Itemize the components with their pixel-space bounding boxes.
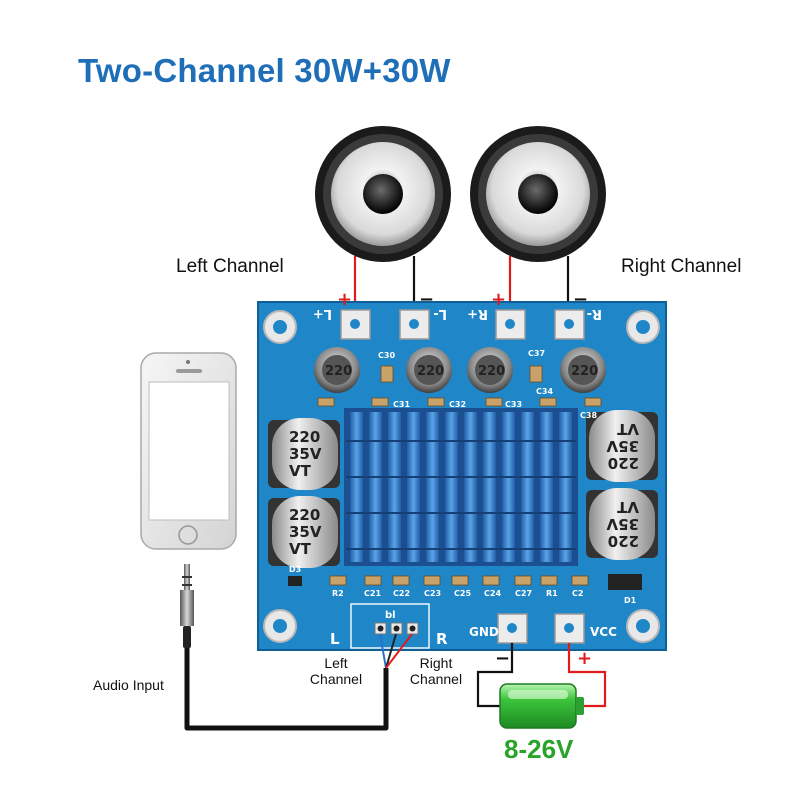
- mark-c2: C2: [572, 589, 583, 598]
- cap-rt-line3: VT: [616, 420, 639, 438]
- inductor-2: [406, 347, 452, 393]
- terminal-vcc: VCC: [590, 625, 617, 639]
- power-wire-positive: [567, 643, 607, 708]
- cap-lt-line3: VT: [289, 462, 312, 480]
- mark-c30: C30: [378, 351, 395, 360]
- capacitor-left-bottom: [268, 496, 340, 568]
- inductor-3: [467, 347, 513, 393]
- plus-mark-right: +: [491, 289, 506, 310]
- heatsink-icon: [344, 408, 578, 566]
- input-right-channel-label: Right Channel: [409, 655, 463, 687]
- mark-r2: R2: [332, 589, 344, 598]
- heatsink-fin: [426, 412, 439, 562]
- input-wire-ground: [385, 633, 397, 669]
- voltage-label: 8-26V: [504, 734, 574, 764]
- input-wire-right: [385, 633, 413, 669]
- heatsink-fin: [369, 412, 382, 562]
- inductor-4: [560, 347, 606, 393]
- audio-jack-icon: [180, 564, 194, 648]
- heatsink-fin: [559, 412, 572, 562]
- diagram-title: Two-Channel 30W+30W: [78, 52, 451, 89]
- cap-rb-line2: 35V: [606, 515, 639, 533]
- amplifier-board: [257, 301, 667, 651]
- capacitor-left-top: [268, 418, 340, 490]
- minus-mark-right: −: [573, 289, 588, 310]
- mark-c38: C38: [580, 411, 597, 420]
- terminal-l-plus: L+: [313, 306, 332, 321]
- heatsink-fin: [445, 412, 458, 562]
- left-channel-label: Left Channel: [176, 256, 284, 277]
- heatsink-fin: [540, 412, 553, 562]
- cap-lb-line2: 35V: [289, 523, 322, 541]
- capacitor-right-top: [586, 410, 658, 482]
- right-channel-label: Right Channel: [621, 256, 742, 277]
- battery-icon: [499, 683, 584, 729]
- cap-rb-line3: VT: [616, 498, 639, 516]
- cap-lt-line2: 35V: [289, 445, 322, 463]
- heatsink-fin: [521, 412, 534, 562]
- plus-mark-vcc: +: [577, 648, 592, 669]
- mark-c27: C27: [515, 589, 532, 598]
- mark-c34: C34: [536, 387, 553, 396]
- heatsink-groove: [346, 548, 576, 550]
- heatsink-fin: [502, 412, 515, 562]
- inductor-3-value: 220: [478, 364, 505, 379]
- inductor-1-value: 220: [325, 364, 352, 379]
- audio-input-label: Audio Input: [93, 677, 164, 693]
- input-left-channel-label: Left Channel: [309, 655, 363, 687]
- heatsink-fin: [483, 412, 496, 562]
- cap-rt-line1: 220: [608, 454, 639, 472]
- terminal-r-minus: R-: [587, 306, 602, 321]
- cap-rb-line1: 220: [608, 532, 639, 550]
- terminal-gnd: GND: [469, 625, 499, 639]
- phone-icon: [140, 352, 237, 550]
- cap-lt-line1: 220: [289, 428, 320, 446]
- inductor-4-value: 220: [571, 364, 598, 379]
- mark-c21: C21: [364, 589, 381, 598]
- mark-c24: C24: [484, 589, 501, 598]
- input-wire-left: [379, 633, 387, 669]
- mark-c33: C33: [505, 400, 522, 409]
- mark-c31: C31: [393, 400, 410, 409]
- input-r-mark: R: [436, 630, 448, 648]
- inductor-1: [314, 347, 360, 393]
- audio-cable: [184, 648, 389, 731]
- capacitor-right-bottom: [586, 488, 658, 560]
- power-wire-negative: [476, 643, 514, 708]
- heatsink-fin: [464, 412, 477, 562]
- heatsink-fin: [350, 412, 363, 562]
- speaker-left-icon: [315, 126, 451, 262]
- mark-r1: R1: [546, 589, 558, 598]
- cap-lb-line3: VT: [289, 540, 312, 558]
- heatsink-groove: [346, 476, 576, 478]
- mark-c25: C25: [454, 589, 471, 598]
- heatsink-groove: [346, 512, 576, 514]
- input-l-mark: L: [330, 630, 340, 648]
- mark-bl: bl: [385, 610, 396, 621]
- mark-d1: D1: [624, 596, 637, 605]
- heatsink-fin: [388, 412, 401, 562]
- mark-d3: D3: [289, 565, 301, 574]
- minus-mark-left: −: [419, 289, 434, 310]
- mark-c22: C22: [393, 589, 410, 598]
- plus-mark-left: +: [337, 289, 352, 310]
- terminal-r-plus: R+: [467, 306, 488, 321]
- heatsink-fin: [407, 412, 420, 562]
- terminal-l-minus: L-: [433, 306, 447, 321]
- minus-mark-gnd: −: [495, 648, 510, 669]
- cap-rt-line2: 35V: [606, 437, 639, 455]
- mark-c32: C32: [449, 400, 466, 409]
- heatsink-groove: [346, 440, 576, 442]
- inductor-2-value: 220: [417, 364, 444, 379]
- speaker-right-icon: [470, 126, 606, 262]
- mark-c37: C37: [528, 349, 545, 358]
- mark-c23: C23: [424, 589, 441, 598]
- cap-lb-line1: 220: [289, 506, 320, 524]
